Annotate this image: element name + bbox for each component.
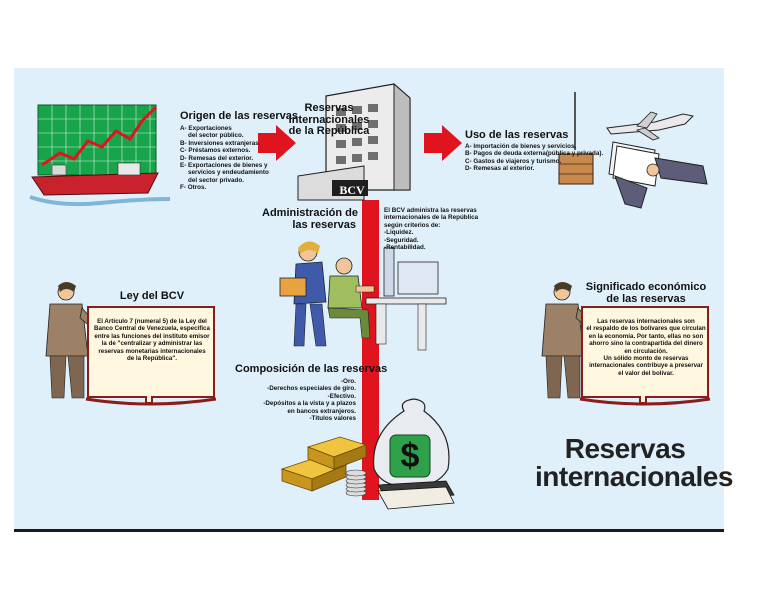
origen-item: servicios y endeudamiento xyxy=(188,169,269,177)
origen-item: F- Otros. xyxy=(180,184,207,192)
composicion-title: Composición de las reservas xyxy=(235,363,388,375)
origen-item: A- Exportaciones xyxy=(180,125,232,132)
administracion-text: El BCV administra las reservas internaci… xyxy=(384,207,479,252)
uso-item: D- Remesas al exterior. xyxy=(465,165,535,173)
uso-item: C- Gastos de viajeros y turismo. xyxy=(465,157,562,165)
uso-list: A- Importación de bienes y servicios. B-… xyxy=(465,143,603,173)
speaker-illustration-left xyxy=(45,282,97,399)
administracion-title: Administración de las reservas xyxy=(262,207,358,231)
book-right xyxy=(579,306,711,406)
composicion-item: -Derechos especiales de giro. xyxy=(267,385,356,393)
origen-title: Origen de las reservas xyxy=(180,110,299,122)
cargo-plane-illustration xyxy=(558,92,708,209)
composicion-item: en bancos extranjeros. xyxy=(287,407,356,415)
composicion-item: -Oro. xyxy=(340,378,356,385)
significado-text: Las reservas internacionales son el resp… xyxy=(586,318,706,377)
ship-and-chart-illustration xyxy=(29,104,171,207)
ley-title: Ley del BCV xyxy=(119,290,185,302)
ley-text: El Artículo 7 (numeral 5) de la Ley del … xyxy=(94,318,210,363)
origen-item: del sector público. xyxy=(188,132,244,140)
uso-item: B- Pagos de deuda externa(pública y priv… xyxy=(465,150,604,158)
uso-item: A- Importación de bienes y servicios. xyxy=(465,143,577,150)
origen-list: A- Exportaciones del sector público. B- … xyxy=(180,125,269,192)
bottom-rule xyxy=(14,529,724,532)
bcv-sign: BCV xyxy=(339,183,365,197)
origen-item: E- Exportaciones de bienes y xyxy=(180,162,268,170)
origen-item: D- Remesas del exterior. xyxy=(180,154,254,162)
office-workers-illustration xyxy=(279,241,447,351)
origen-item: del sector privado. xyxy=(188,176,244,184)
composicion-item: -Depósitos a la vista y a plazos xyxy=(263,400,356,408)
main-title: Reservas internacionales xyxy=(535,433,733,492)
right-arrow-right xyxy=(424,125,462,161)
dollar-sign-icon: $ xyxy=(400,437,420,475)
composicion-item: -Títulos valores xyxy=(309,415,356,423)
composicion-list: -Oro. -Derechos especiales de giro. -Efe… xyxy=(236,378,356,422)
bcv-building-illustration xyxy=(297,82,411,201)
origen-item: C- Préstamos externos. xyxy=(180,147,251,155)
reservas-title: Reservas Internacionales de la República xyxy=(288,102,370,138)
significado-title: Significado económico de las reservas xyxy=(585,281,707,305)
composicion-item: -Efectivo. xyxy=(327,392,356,400)
central-red-bar xyxy=(362,200,379,500)
origen-item: B- Inversiones extranjeras. xyxy=(180,139,261,147)
book-left xyxy=(85,306,217,406)
gold-money-illustration xyxy=(280,398,455,510)
right-arrow-left xyxy=(258,125,296,161)
uso-title: Uso de las reservas xyxy=(465,129,569,141)
